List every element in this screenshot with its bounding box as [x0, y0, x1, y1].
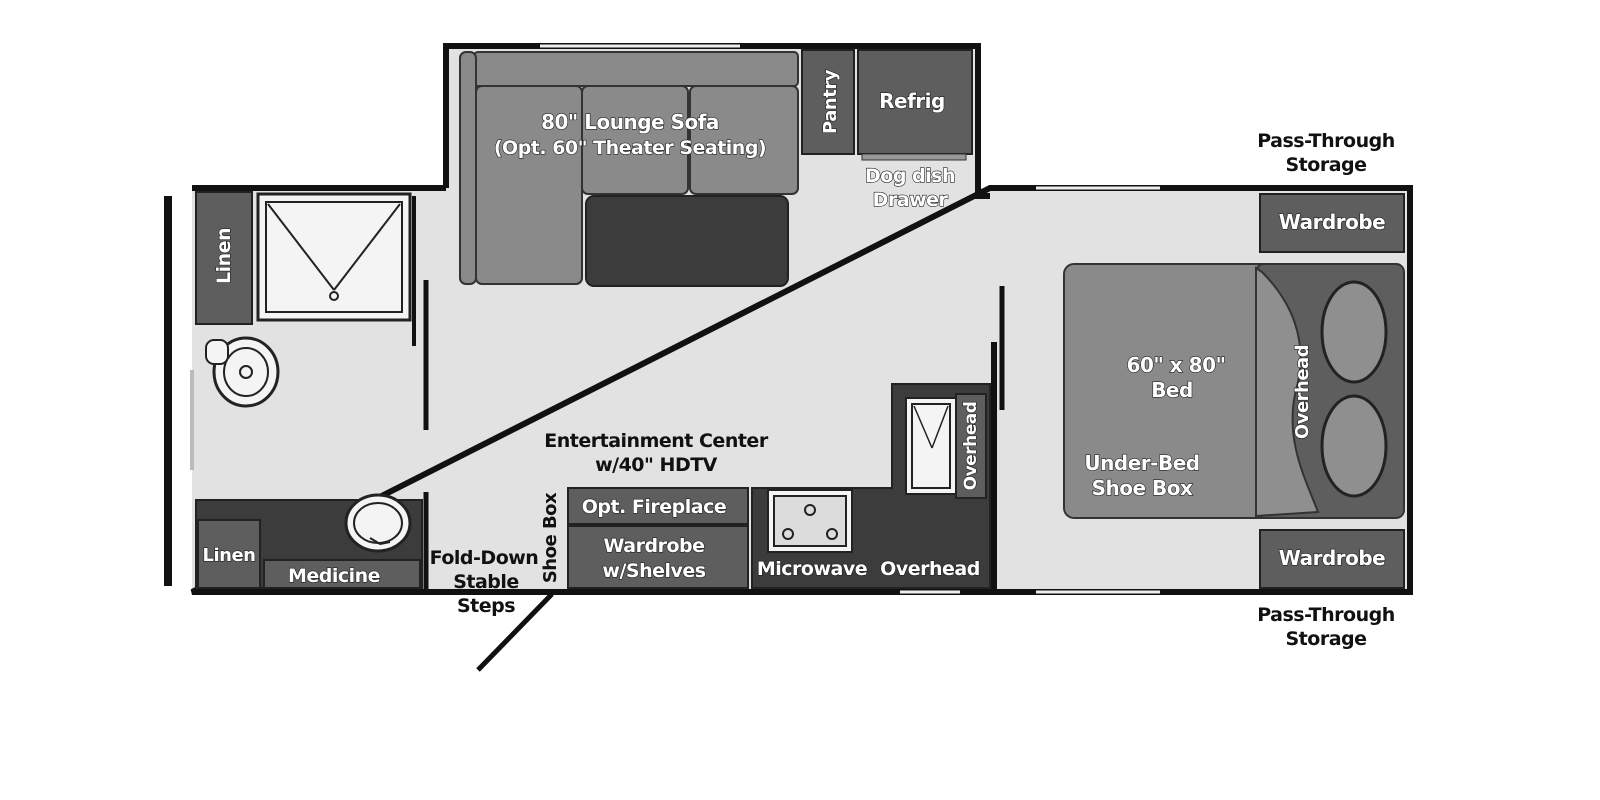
bed-size-label: 60" x 80": [1127, 353, 1226, 377]
sofa-arm: [459, 51, 477, 285]
sofa-cushion-3: [689, 85, 799, 195]
pillow-top: [1320, 280, 1388, 384]
entertainment-label-line1: Entertainment Center: [544, 430, 769, 452]
wardrobe-bottom-label: Wardrobe: [1279, 546, 1386, 570]
pantry: [801, 49, 855, 155]
linen-bottom-label: Linen: [203, 545, 256, 566]
under-bed-label-line1: Under-Bed: [1084, 451, 1199, 475]
kitchen-sink-inner: [911, 403, 951, 489]
fold-down-label-line3: Steps: [457, 595, 515, 617]
fold-down-label-line2: Stable: [453, 571, 519, 593]
fireplace: [567, 487, 749, 525]
refrigerator: [857, 49, 973, 155]
under-bed-label-line2: Shoe Box: [1092, 476, 1193, 500]
burner-2: [782, 528, 794, 540]
linen-bottom: [197, 519, 261, 589]
shower-slope-left: [267, 203, 335, 291]
wardrobe-shelves-label-line1: Wardrobe: [604, 535, 705, 557]
medicine-label: Medicine: [288, 565, 380, 587]
sofa-back: [473, 51, 799, 87]
sofa-label-line1: 80" Lounge Sofa: [541, 110, 719, 134]
sofa-ottoman: [585, 195, 789, 287]
dog-dish-label-line2: Drawer: [873, 189, 949, 211]
sofa-label-line2: (Opt. 60" Theater Seating): [494, 137, 766, 159]
microwave-label: Microwave: [757, 558, 867, 580]
wardrobe-top: [1259, 193, 1405, 253]
fireplace-label: Opt. Fireplace: [582, 496, 727, 518]
pass-through-bottom-line2: Storage: [1286, 628, 1367, 650]
bed-overhead-label: Overhead: [1292, 345, 1313, 439]
pantry-label: Pantry: [820, 69, 841, 134]
sink-slope-1: [913, 405, 933, 449]
sink-overhead-label: Overhead: [961, 402, 981, 491]
pass-through-top-line1: Pass-Through: [1257, 130, 1395, 152]
medicine-cabinet: [263, 559, 421, 589]
pass-through-top-line2: Storage: [1286, 154, 1367, 176]
linen-top: [195, 191, 253, 325]
refrig-label: Refrig: [879, 89, 945, 113]
sink-overhead-cabinet: [955, 393, 987, 499]
entertainment-label-line2: w/40" HDTV: [595, 454, 718, 476]
sink-slope-2: [931, 405, 949, 449]
wardrobe-shelves: [567, 525, 749, 589]
toilet: [205, 336, 280, 408]
dog-dish-label-line1: Dog dish: [865, 165, 955, 187]
entry-door: [476, 592, 554, 672]
bed-label: Bed: [1151, 378, 1193, 402]
kitchen-overhead-label: Overhead: [880, 558, 980, 580]
shoe-box-label: Shoe Box: [540, 492, 561, 583]
burner-1: [804, 504, 816, 516]
wardrobe-bottom: [1259, 529, 1405, 589]
wardrobe-top-label: Wardrobe: [1279, 210, 1386, 234]
bath-sink: [344, 493, 412, 553]
pass-through-bottom-line1: Pass-Through: [1257, 604, 1395, 626]
dog-dish-drawer: [861, 153, 967, 161]
shower-inner: [265, 201, 403, 313]
fold-down-label-line1: Fold-Down: [430, 547, 539, 569]
shower-drain: [329, 291, 339, 301]
sofa-cushion-2: [581, 85, 689, 195]
burner-3: [826, 528, 838, 540]
linen-top-label: Linen: [213, 228, 235, 284]
shower: [256, 192, 412, 322]
wardrobe-shelves-label-line2: w/Shelves: [602, 560, 705, 582]
outer-wall: [190, 43, 1413, 595]
shower-slope-right: [333, 203, 401, 291]
bed-overhead-curve: [1255, 266, 1320, 518]
pillow-bottom: [1320, 394, 1388, 498]
